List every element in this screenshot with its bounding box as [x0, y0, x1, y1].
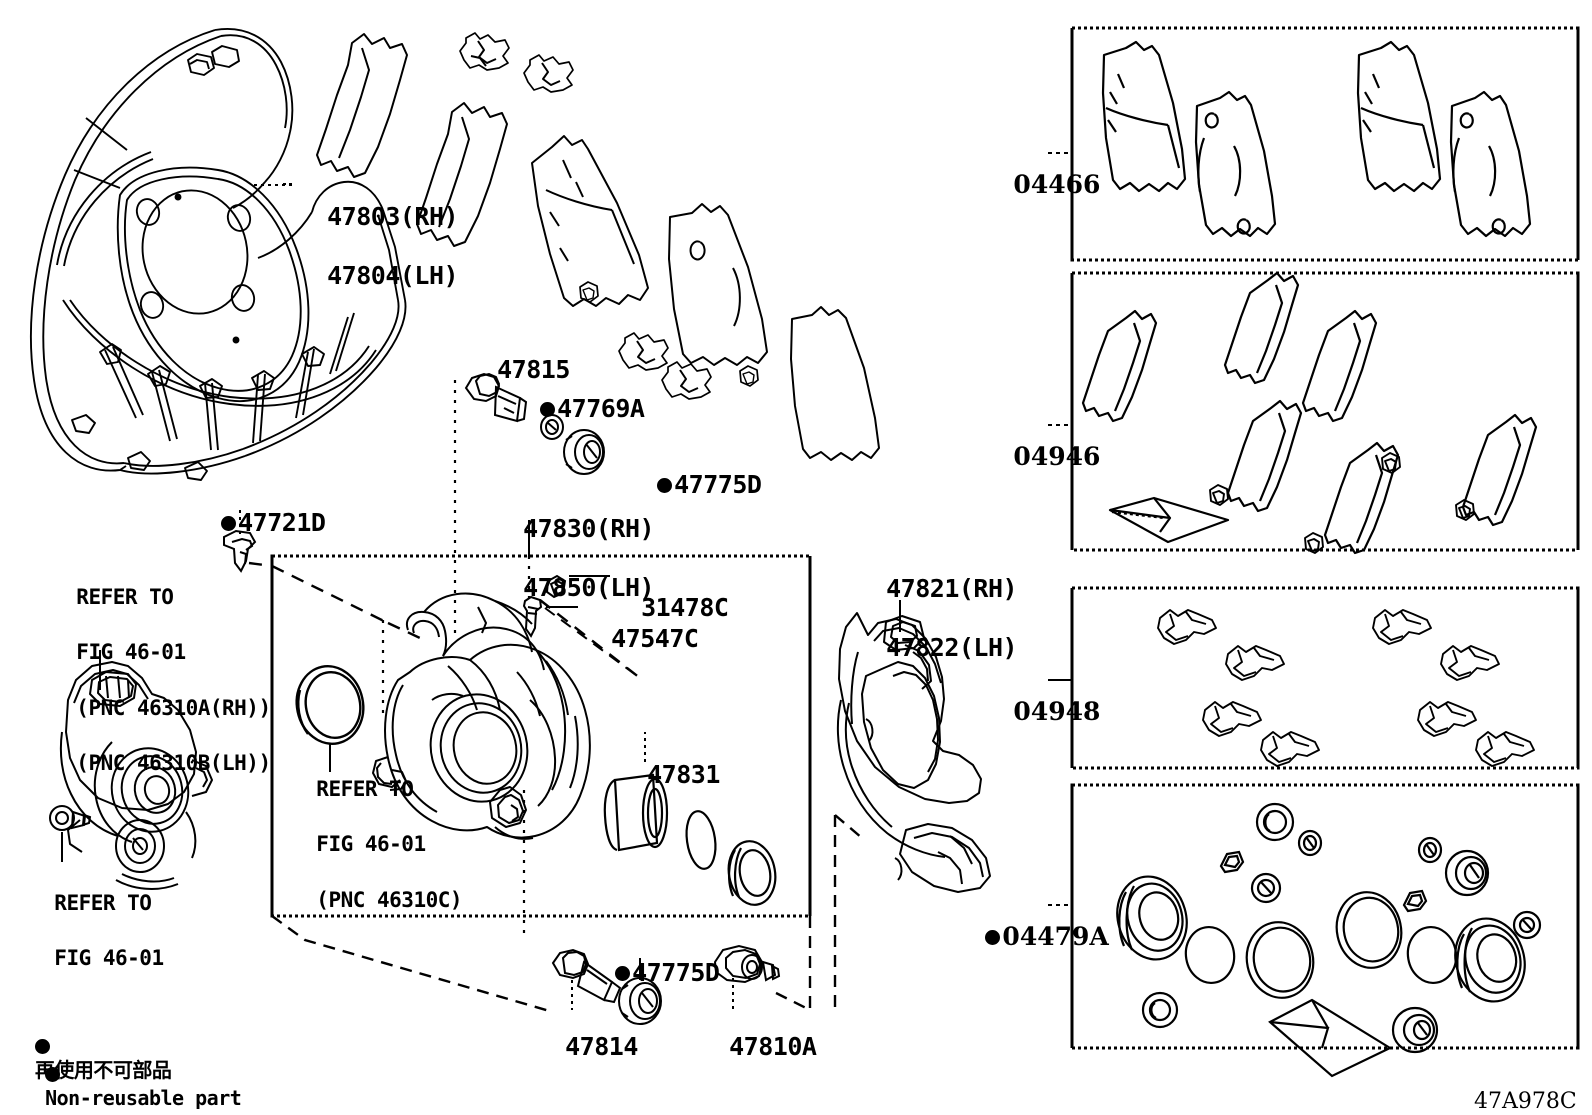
bracket-dashed-leader — [833, 814, 863, 1010]
dust-seal-ring-drawing — [295, 665, 365, 745]
label-47821-line1: 47821(RH) — [886, 573, 1018, 603]
panel-04946-contents — [1081, 271, 1538, 555]
label-47769a: 47769A — [511, 364, 645, 423]
label-kit-04946: 04946 — [996, 412, 1100, 471]
label-47803-47804: 47803(RH) 47804(LH) — [298, 172, 458, 290]
refer-seal-line1: REFER TO — [316, 776, 414, 801]
label-31478c: 31478C — [612, 563, 729, 622]
caliper-vertical-dashes — [381, 380, 531, 940]
caliper-body-drawing — [372, 592, 591, 840]
bleeder-plug-47547c-drawing — [522, 595, 543, 638]
refer-seal-line2: FIG 46-01 — [316, 832, 426, 857]
label-47810a: 47810A — [700, 1002, 817, 1061]
label-47721d-text: 47721D — [238, 507, 326, 537]
refer-actuator-line4: (PNC 46310B(LH)) — [76, 751, 271, 776]
non-reusable-marker-icon — [45, 1066, 61, 1082]
refer-actuator-note: REFER TO FIG 46-01 (PNC 46310A(RH)) (PNC… — [52, 556, 271, 778]
bleeder-cap-31478c-drawing — [545, 574, 567, 599]
panel-04479a-contents — [1116, 802, 1542, 1078]
bushing-47775d-bottom-drawing — [618, 977, 662, 1025]
slide-pin-47815-drawing — [464, 372, 528, 423]
label-kit-04479a: 04479A — [968, 892, 1109, 951]
slide-pin-47814-drawing — [551, 948, 622, 1004]
refer-seal-center-note: REFER TO FIG 46-01 (PNC 46310C) — [292, 748, 462, 914]
label-47821-47822: 47821(RH) 47822(LH) — [857, 544, 1017, 662]
label-47775d-top-text: 47775D — [674, 469, 762, 499]
legend-jp-text: 再使用不可部品 — [34, 1058, 172, 1083]
label-47721d: 47721D — [192, 478, 326, 537]
label-47831: 47831 — [618, 730, 720, 789]
parking-brake-actuator-drawing — [59, 661, 213, 890]
piston-47831-drawing — [603, 773, 777, 906]
legend-en-text: Non-reusable part — [45, 1086, 242, 1111]
guide-pin-47810a-drawing — [713, 944, 781, 984]
label-kit-04948-text: 04948 — [1013, 696, 1101, 726]
shim-and-pad-cluster — [316, 32, 880, 461]
label-47831-text: 47831 — [647, 759, 720, 789]
label-47775d-top: 47775D — [628, 440, 762, 499]
non-reusable-marker-icon — [221, 515, 237, 531]
mounting-bracket-drawing — [836, 612, 991, 893]
label-47547c-text: 47547C — [611, 623, 699, 653]
label-47814-text: 47814 — [565, 1031, 638, 1061]
panel-04948-box — [1070, 586, 1580, 770]
label-47769a-text: 47769A — [557, 393, 645, 423]
non-reusable-marker-icon — [34, 1038, 50, 1054]
backing-plate-drawing — [30, 28, 407, 481]
refer-bolt-line1: REFER TO — [54, 890, 152, 915]
caliper-group-leaders — [248, 561, 641, 679]
panel-04466-contents — [1101, 40, 1532, 238]
label-kit-04946-text: 04946 — [1013, 441, 1101, 471]
diagram-figure-code-text: 47A978C — [1474, 1088, 1577, 1114]
refer-actuator-line3: (PNC 46310A(RH)) — [76, 695, 271, 720]
label-kit-04948: 04948 — [996, 667, 1100, 726]
bolt-47721d-drawing — [223, 529, 257, 573]
panel-04466-box — [1070, 26, 1580, 262]
non-reusable-marker-icon — [985, 929, 1001, 945]
label-kit-04479a-text: 04479A — [1002, 921, 1109, 951]
refer-actuator-line2: FIG 46-01 — [76, 640, 186, 665]
caliper-lower-leaders — [271, 915, 812, 1014]
label-47830-line1: 47830(RH) — [523, 513, 655, 543]
label-47814: 47814 — [536, 1002, 638, 1061]
refer-actuator-line1: REFER TO — [76, 584, 174, 609]
label-47803-line1: 47803(RH) — [327, 201, 459, 231]
non-reusable-marker-icon — [657, 477, 673, 493]
legend-row-en: Non-reusable part — [22, 1040, 242, 1111]
refer-bolt-lower-note: REFER TO FIG 46-01 — [30, 862, 164, 973]
label-47804-line2: 47804(LH) — [327, 260, 459, 290]
label-kit-04466-text: 04466 — [1013, 169, 1101, 199]
label-47830-47850: 47830(RH) 47850(LH) — [494, 484, 654, 602]
label-47775d-bottom: 47775D — [586, 928, 720, 987]
panel-04948-contents — [1157, 609, 1535, 767]
legend-row-jp: 再使用不可部品 — [22, 1012, 172, 1083]
label-47822-line2: 47822(LH) — [886, 632, 1018, 662]
label-47775d-bottom-text: 47775D — [632, 957, 720, 987]
non-reusable-marker-icon — [540, 401, 556, 417]
refer-seal-line3: (PNC 46310C) — [316, 887, 463, 912]
refer-bolt-line2: FIG 46-01 — [54, 946, 164, 971]
label-31478c-text: 31478C — [641, 592, 729, 622]
non-reusable-marker-icon — [615, 965, 631, 981]
label-47815: 47815 — [468, 325, 570, 384]
diagram-figure-code: 47A978C — [1460, 1063, 1577, 1115]
label-47815-text: 47815 — [497, 354, 570, 384]
label-47850-line2: 47850(LH) — [523, 572, 655, 602]
label-47810a-text: 47810A — [729, 1031, 817, 1061]
label-47547c: 47547C — [582, 594, 699, 653]
bushing-47775d-top-drawing — [563, 429, 605, 475]
actuator-bolt-drawing — [49, 805, 92, 831]
label-kit-04466: 04466 — [996, 140, 1100, 199]
